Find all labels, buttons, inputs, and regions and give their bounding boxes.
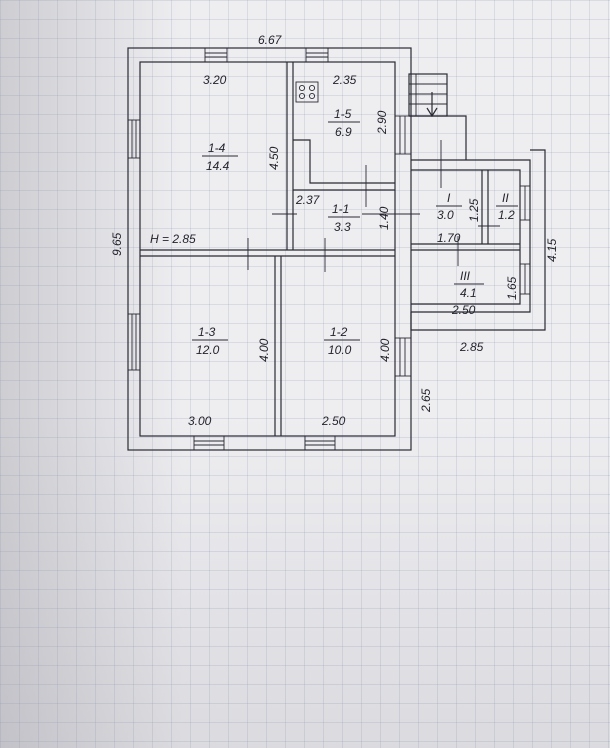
svg-text:II: II (502, 191, 509, 205)
window-left-top (127, 119, 141, 159)
window-right-bottom (394, 337, 412, 377)
dim-overall-depth: 9.65 (110, 232, 124, 256)
room-1-4: 1-4 14.4 (202, 141, 238, 173)
dim-140: 1.40 (377, 206, 391, 230)
svg-text:1-5: 1-5 (334, 107, 352, 121)
dim-235: 2.35 (332, 73, 357, 87)
room-III: III 4.1 (454, 269, 484, 300)
svg-text:6.9: 6.9 (335, 125, 352, 139)
dim-250: 2.50 (321, 414, 346, 428)
room-I: I 3.0 (436, 191, 462, 222)
svg-text:3.3: 3.3 (334, 220, 351, 234)
dim-320: 3.20 (203, 73, 227, 87)
svg-text:14.4: 14.4 (206, 159, 230, 173)
window-top-right (305, 47, 329, 63)
dim-400-right: 4.00 (378, 338, 392, 362)
svg-text:10.0: 10.0 (328, 343, 352, 357)
dim-170: 1.70 (437, 231, 461, 245)
svg-text:3.0: 3.0 (437, 208, 454, 222)
dim-415: 4.15 (545, 238, 559, 262)
stove-icon (295, 81, 319, 103)
window-bottom-right (304, 435, 336, 451)
svg-text:1-3: 1-3 (198, 325, 216, 339)
dim-265: 2.65 (419, 388, 433, 413)
svg-text:1.2: 1.2 (498, 208, 515, 222)
room-1-5: 1-5 6.9 (328, 107, 360, 139)
dim-annex-250: 2.50 (451, 303, 476, 317)
room-1-3: 1-3 12.0 (192, 325, 228, 357)
dim-285: 2.85 (459, 340, 484, 354)
svg-text:1-2: 1-2 (330, 325, 348, 339)
dim-300: 3.00 (188, 414, 212, 428)
svg-text:1-4: 1-4 (208, 141, 226, 155)
dim-290: 2.90 (375, 110, 389, 135)
dim-165: 1.65 (505, 276, 519, 300)
window-bottom-left (193, 435, 225, 451)
dim-450: 4.50 (267, 146, 281, 170)
svg-text:III: III (460, 269, 471, 283)
window-left-bottom (127, 313, 141, 371)
room-1-1: 1-1 3.3 (328, 202, 360, 234)
dim-125: 1.25 (467, 198, 481, 222)
dim-400-left: 4.00 (257, 338, 271, 362)
dim-237: 2.37 (295, 193, 321, 207)
window-top-left (204, 47, 228, 63)
room-II: II 1.2 (496, 191, 518, 222)
outer-wall (127, 47, 412, 451)
room-1-2: 1-2 10.0 (324, 325, 360, 357)
svg-text:4.1: 4.1 (460, 286, 477, 300)
height-note: H = 2.85 (150, 232, 196, 246)
inner-wall (139, 61, 396, 437)
window-right-top (394, 115, 412, 155)
svg-text:12.0: 12.0 (196, 343, 220, 357)
svg-text:1-1: 1-1 (332, 202, 349, 216)
dim-overall-width: 6.67 (258, 33, 283, 47)
svg-text:I: I (447, 191, 451, 205)
